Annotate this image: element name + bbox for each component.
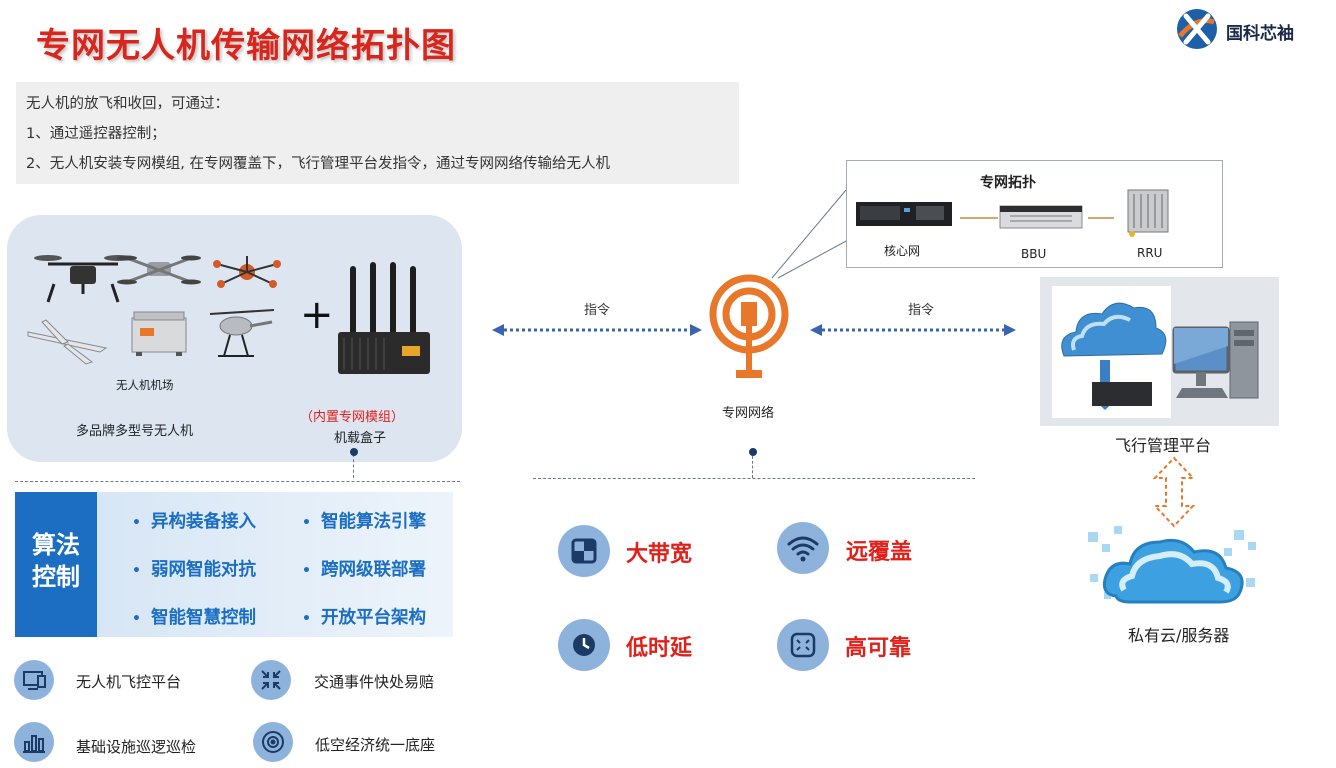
command-label-left: 指令 [584, 303, 611, 318]
economy-base-icon [253, 722, 293, 762]
antenna-signal-icon [709, 274, 789, 378]
drone-foldable-icon [117, 255, 201, 285]
algorithm-item: •异构装备接入 [132, 512, 256, 532]
brand-name: 国科芯袖 [1226, 24, 1294, 44]
connector-dot [749, 448, 757, 456]
algorithm-title-line: 算法 [32, 531, 80, 559]
description-line: 无人机的放飞和收回，可通过： [26, 96, 229, 112]
drone-quad-icon [34, 255, 132, 303]
wifi-icon [777, 522, 829, 574]
feature-label: 高可靠 [845, 636, 912, 661]
flight-control-icon [14, 660, 54, 700]
command-arrow-left [492, 324, 702, 336]
command-label-right: 指令 [908, 303, 935, 318]
algorithm-title-line: 控制 [32, 563, 80, 591]
airborne-box-icon [338, 262, 430, 374]
box-label: 机载盒子 [334, 431, 387, 446]
connector-dot [350, 448, 358, 456]
algorithm-item: •开放平台架构 [302, 608, 426, 628]
drone-airport-icon [131, 311, 187, 356]
drone-fixed-wing-icon [27, 319, 108, 365]
description-box: 无人机的放飞和收回，可通过： 1、通过遥控器控制； 2、无人机安装专网模组, 在… [16, 82, 739, 184]
topology-pointer [771, 189, 849, 279]
feature-label: 低时延 [626, 636, 693, 661]
algorithm-item: •跨网级联部署 [302, 560, 426, 580]
description-line: 2、无人机安装专网模组, 在专网覆盖下，飞行管理平台发指令，通过专网网络传输给无… [26, 156, 610, 172]
drone-helicopter-icon [209, 309, 275, 357]
network-label: 专网网络 [722, 406, 775, 421]
cloud-computer-icon [1061, 302, 1259, 410]
inspection-icon [14, 722, 54, 762]
broadband-icon [558, 525, 610, 577]
algorithm-item: •智能算法引擎 [302, 512, 426, 532]
platform-cloud-arrow [1152, 456, 1196, 528]
page-title: 专网无人机传输网络拓扑图 [36, 26, 456, 66]
topology-node-label: 核心网 [884, 244, 921, 258]
bbu-device-icon [999, 205, 1083, 229]
airport-label: 无人机机场 [116, 378, 174, 392]
connector-vertical-center [752, 456, 753, 478]
application-label: 基础设施巡逻巡检 [76, 738, 197, 756]
drone-illustrations: + [27, 255, 430, 374]
divider-center [533, 478, 975, 479]
description-line: 1、通过遥控器控制； [26, 126, 166, 142]
application-label: 无人机飞控平台 [76, 673, 182, 691]
algorithm-item: •智能智慧控制 [132, 608, 256, 628]
core-network-device-icon [856, 202, 952, 226]
plus-sign: + [300, 292, 334, 338]
box-note: （内置专网模组） [300, 410, 405, 425]
algorithm-item: •弱网智能对抗 [132, 560, 256, 580]
private-cloud-icon [1088, 526, 1256, 604]
brand-logo: 国科芯袖 [1176, 6, 1321, 54]
divider-left [15, 481, 460, 482]
command-arrow-right [810, 324, 1016, 336]
algorithm-title: 算法 控制 [15, 492, 97, 637]
feature-label: 远覆盖 [846, 540, 913, 565]
drone-hexacopter-icon [213, 256, 281, 288]
topology-devices [856, 189, 1169, 237]
clock-icon [558, 619, 610, 671]
platform-label: 飞行管理平台 [1115, 436, 1212, 455]
topology-title: 专网拓扑 [980, 175, 1036, 191]
feature-label: 大带宽 [626, 542, 693, 567]
connector-vertical-left [353, 454, 354, 478]
algorithm-panel [97, 492, 453, 637]
topology-node-label: RRU [1137, 246, 1163, 260]
traffic-event-icon [251, 660, 291, 700]
shield-icon [777, 619, 829, 671]
drones-label: 多品牌多型号无人机 [76, 424, 194, 439]
application-label: 交通事件快处易赔 [314, 673, 435, 691]
brand-logo-icon [1177, 9, 1217, 49]
topology-node-label: BBU [1021, 247, 1047, 261]
cloud-label: 私有云/服务器 [1128, 626, 1230, 645]
application-label: 低空经济统一底座 [315, 736, 436, 754]
rru-device-icon [1127, 189, 1169, 237]
